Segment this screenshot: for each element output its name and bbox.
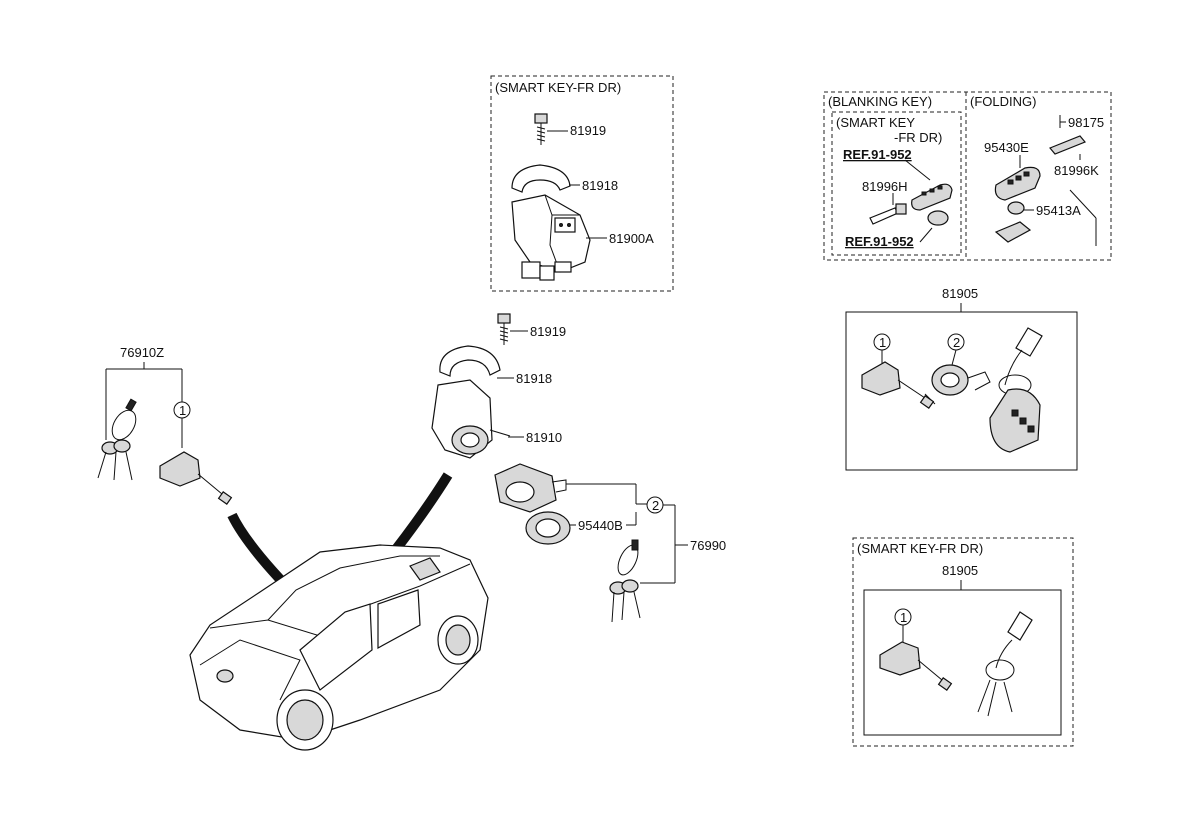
vehicle-illustration <box>189 472 489 751</box>
label-98175: 98175 <box>1068 115 1104 130</box>
smart-key-fob <box>911 183 953 211</box>
folding-key-mid <box>989 327 1043 453</box>
label-81996K: 81996K <box>1054 163 1099 178</box>
label-81918-mid: 81918 <box>516 371 552 386</box>
keys-bottom <box>977 611 1033 717</box>
callout-2-mid: 2 <box>953 335 960 350</box>
car-rear-window <box>377 589 421 650</box>
dashed-box-blanking-folding <box>823 91 1112 261</box>
door-cylinder-mid <box>861 361 936 409</box>
callout-1-mid: 1 <box>879 335 886 350</box>
label-smart-key-inner-l1: (SMART KEY <box>836 115 915 130</box>
ignition-cylinder-mid <box>931 364 991 396</box>
label-smart-key-fr-dr-bottom: (SMART KEY-FR DR) <box>857 541 983 556</box>
dashed-box-smart-key-bottom <box>852 537 1074 747</box>
group-76910Z: 76910Z 1 <box>97 345 233 505</box>
dashed-box-smart-key-top <box>490 75 674 292</box>
callout-2-center: 2 <box>652 498 659 513</box>
label-81996H: 81996H <box>862 179 908 194</box>
callout-1-left: 1 <box>179 403 186 418</box>
folding-key-fob <box>994 166 1041 201</box>
key-blade-81996K <box>1049 135 1086 155</box>
label-ref-91-952-a: REF.91-952 <box>843 147 912 162</box>
label-76990: 76990 <box>690 538 726 553</box>
lock-body-81900A <box>511 194 591 281</box>
door-cylinder-bottom <box>879 641 953 691</box>
group-smart-key-fr-dr-top: (SMART KEY-FR DR) 81919 81918 81900A <box>490 75 674 292</box>
lamp-95440B <box>525 511 571 545</box>
box-81905-bottom <box>863 589 1062 736</box>
car-side-window <box>299 603 373 691</box>
bracket-81918-mid <box>439 345 501 377</box>
label-smart-key-inner-l2: -FR DR) <box>894 130 942 145</box>
car-mirror <box>409 557 441 581</box>
callout-1-bottom: 1 <box>900 610 907 625</box>
label-smart-key-fr-dr-top: (SMART KEY-FR DR) <box>495 80 621 95</box>
label-81919-top: 81919 <box>570 123 606 138</box>
label-81918-top: 81918 <box>582 178 618 193</box>
group-blanking-folding: (BLANKING KEY) (FOLDING) (SMART KEY -FR … <box>823 91 1112 261</box>
dashed-box-smart-key-inner <box>831 111 962 256</box>
label-folding: (FOLDING) <box>970 94 1036 109</box>
battery-95413A <box>1007 201 1025 215</box>
keys-76990 <box>609 539 641 623</box>
bolt-81919-top <box>534 113 548 145</box>
battery-coin <box>927 210 949 226</box>
label-blanking-key: (BLANKING KEY) <box>828 94 932 109</box>
folding-key-case <box>994 221 1032 243</box>
car-emblem <box>216 669 234 683</box>
label-ref-91-952-b: REF.91-952 <box>845 234 914 249</box>
label-76910Z: 76910Z <box>120 345 164 360</box>
bracket-81918-top <box>511 164 571 193</box>
label-81900A: 81900A <box>609 231 654 246</box>
emergency-key-81996H <box>869 203 907 225</box>
group-81905-mid: 81905 1 2 <box>845 286 1078 471</box>
label-81905-bottom: 81905 <box>942 563 978 578</box>
label-81910: 81910 <box>526 430 562 445</box>
box-81905-mid <box>845 311 1078 471</box>
ignition-switch <box>494 463 567 513</box>
keys-76910Z <box>97 398 137 481</box>
label-95430E: 95430E <box>984 140 1029 155</box>
label-95440B: 95440B <box>578 518 623 533</box>
door-cylinder-76910Z <box>159 451 233 505</box>
ignition-lock-81910 <box>431 379 511 459</box>
group-ignition-assembly: 81919 81918 81910 2 95440B <box>431 313 726 623</box>
bolt-81919-mid <box>497 313 511 345</box>
group-smart-key-fr-dr-bottom: (SMART KEY-FR DR) 81905 1 <box>852 537 1074 747</box>
label-95413A: 95413A <box>1036 203 1081 218</box>
label-81919-mid: 81919 <box>530 324 566 339</box>
label-81905-mid: 81905 <box>942 286 978 301</box>
